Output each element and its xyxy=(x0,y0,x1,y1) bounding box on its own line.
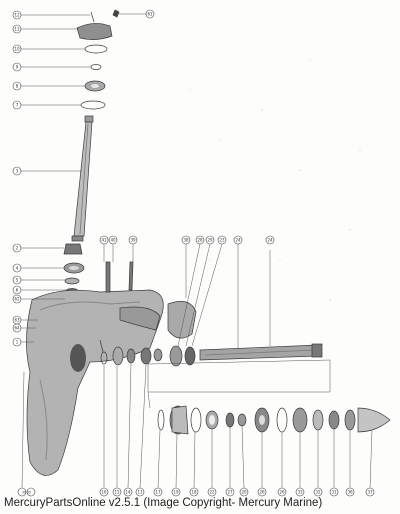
propeller-shaft xyxy=(199,250,323,361)
callout-top-mid-2: 39 xyxy=(130,238,136,243)
callout-bottom-4: 17 xyxy=(155,490,161,495)
callout-bottom-7: 22 xyxy=(209,490,215,495)
callout-corner: 30 35 xyxy=(22,491,31,495)
callout-top-mid-5: 29 xyxy=(207,238,213,243)
callout-top-mid-6: 23 xyxy=(219,238,225,243)
callout-labels: 12 11 10 9 8 7 3 2 4 5 6 xyxy=(12,9,375,497)
paper-speckles xyxy=(189,59,361,321)
callout-left-5: 7 xyxy=(16,103,19,108)
callout-top-mid-0: 41 xyxy=(101,238,107,243)
callout-left-2: 10 xyxy=(14,47,20,52)
callout-top-mid-4: 28 xyxy=(197,238,203,243)
callout-bottom-11: 26 xyxy=(279,490,285,495)
callout-bottom-13: 32 xyxy=(315,490,321,495)
callout-bottom-5: 19 xyxy=(173,490,179,495)
callout-top-mid-7: 24 xyxy=(235,238,241,243)
callout-left-11: 62 xyxy=(14,297,20,302)
callout-left-10: 6 xyxy=(16,288,19,293)
callout-top-right: 61 xyxy=(147,12,153,17)
callout-bottom-9: 20 xyxy=(241,490,247,495)
callout-left-6: 3 xyxy=(16,169,19,174)
callout-left-9: 5 xyxy=(16,278,19,283)
upper-stack-parts xyxy=(76,9,120,110)
callout-bottom-0: 16 xyxy=(101,490,107,495)
shift-block xyxy=(167,301,197,339)
callout-bottom-10: 26 xyxy=(259,490,265,495)
callout-left-7: 2 xyxy=(16,246,19,251)
callout-left-8: 4 xyxy=(16,266,19,271)
callout-left-4: 8 xyxy=(16,84,19,89)
callout-bottom-14: 31 xyxy=(331,490,337,495)
callout-left-1: 11 xyxy=(14,27,20,32)
callout-left-12: 63 xyxy=(14,318,20,323)
callout-top-right-shaft: 24 xyxy=(267,238,273,243)
callout-bottom-2: 14 xyxy=(125,490,131,495)
callout-bottom-15: 36 xyxy=(347,490,353,495)
footer-caption: MercuryPartsOnline v2.5.1 (Image Copyrig… xyxy=(4,497,323,509)
callout-bottom-12: 33 xyxy=(297,490,303,495)
forward-gear-set xyxy=(100,345,196,367)
callout-bottom-3: 13 xyxy=(137,490,143,495)
callout-bottom-6: 18 xyxy=(191,490,197,495)
bearing-carrier-row xyxy=(147,359,391,435)
callout-left-0: 12 xyxy=(14,13,20,18)
callout-bottom-16: 37 xyxy=(367,490,373,495)
callout-left-13: 64 xyxy=(14,326,20,331)
callout-top-mid: 41 40 39 38 28 29 23 24 24 xyxy=(99,235,275,348)
callout-bottom-8: 27 xyxy=(227,490,233,495)
callout-left-3: 9 xyxy=(16,65,19,70)
callout-top-mid-3: 38 xyxy=(183,238,189,243)
callout-top-mid-1: 40 xyxy=(110,238,116,243)
callout-left-14: 1 xyxy=(16,340,19,345)
callout-bottom-1: 15 xyxy=(114,490,120,495)
gearcase-housing xyxy=(26,261,164,476)
drive-shaft xyxy=(71,115,94,242)
callout-bottom-row: 16 15 14 13 17 19 18 22 27 20 xyxy=(99,363,375,497)
callout-left-column: 12 11 10 9 8 7 3 2 4 5 6 xyxy=(12,10,91,347)
